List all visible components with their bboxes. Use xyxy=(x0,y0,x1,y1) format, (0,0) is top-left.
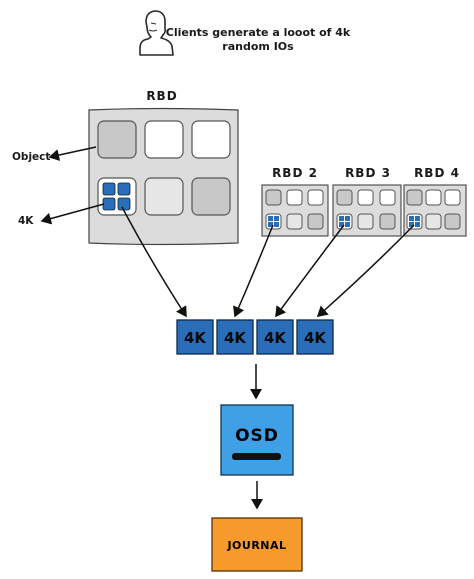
person-bust-icon xyxy=(139,10,174,56)
block-4k-3: 4K xyxy=(256,319,294,355)
object-label: Object xyxy=(12,151,50,163)
rbd-3-label: RBD 3 xyxy=(345,166,391,180)
rbd-main-box xyxy=(88,107,239,246)
journal-box: JOURNAL xyxy=(211,517,303,572)
osd-box: OSD xyxy=(220,404,294,476)
journal-label: JOURNAL xyxy=(226,539,286,552)
object-cell xyxy=(144,177,184,216)
block-4k-label: 4K xyxy=(184,329,207,347)
block-4k-label: 4K xyxy=(304,329,327,347)
rbd-main-label: RBD xyxy=(146,89,177,103)
osd-label: OSD xyxy=(235,426,279,446)
header-line-2: random IOs xyxy=(222,40,294,53)
rbd-4-label: RBD 4 xyxy=(414,166,460,180)
header-line-1: Clients generate a looot of 4k xyxy=(166,26,351,39)
block-4k-label: 4K xyxy=(224,329,247,347)
block-4k-1: 4K xyxy=(176,319,214,355)
disk-slot-icon xyxy=(232,453,281,460)
object-cell xyxy=(191,120,231,159)
object-cell xyxy=(97,120,137,159)
object-cell xyxy=(191,177,231,216)
rbd-4-box xyxy=(403,184,467,237)
block-4k-label: 4K xyxy=(264,329,287,347)
rbd-2-label: RBD 2 xyxy=(272,166,318,180)
rbd-2-box xyxy=(261,184,329,237)
fourk-label: 4K xyxy=(18,215,34,227)
rbd-3-box xyxy=(332,184,402,237)
block-4k-2: 4K xyxy=(216,319,254,355)
object-cell xyxy=(144,120,184,159)
block-4k-4: 4K xyxy=(296,319,334,355)
